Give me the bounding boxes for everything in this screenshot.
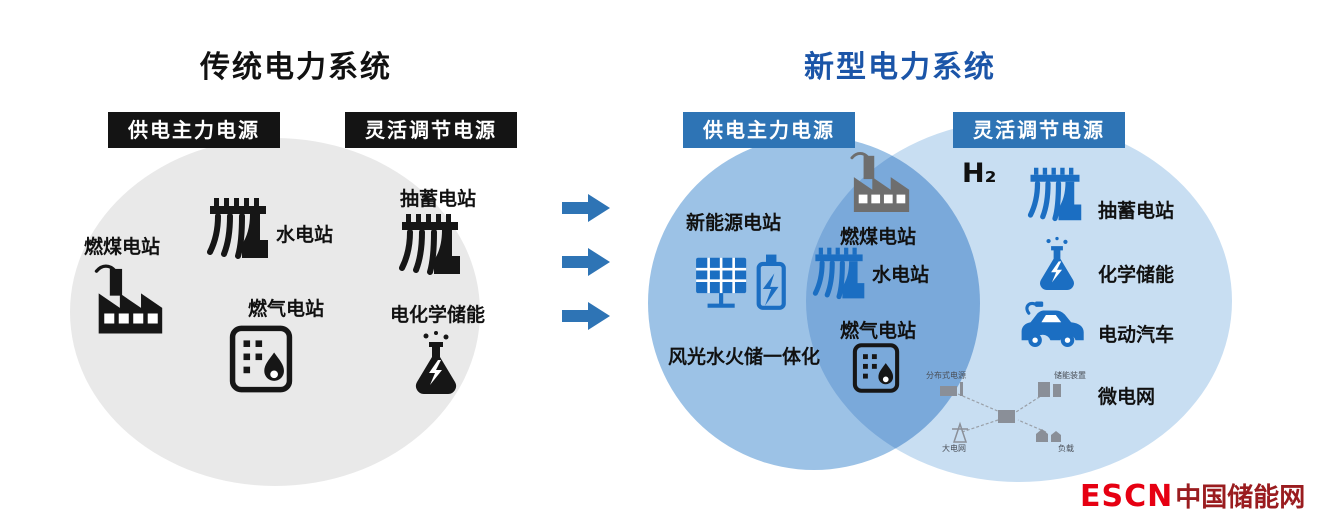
pumped-storage-dam-icon — [398, 212, 462, 276]
solar-battery-icon — [694, 246, 790, 332]
pumped-storage-dam-icon-blue — [1026, 166, 1084, 222]
electrochemical-storage-label: 电化学储能 — [390, 304, 486, 326]
coal-factory-icon — [92, 262, 170, 336]
badge-traditional-flexible-power: 灵活调节电源 — [345, 112, 517, 148]
electric-vehicle-icon — [1018, 298, 1090, 350]
microgrid-load-label: 负载 — [1058, 444, 1074, 453]
electrochemical-flask-icon — [404, 330, 468, 394]
flow-arrow-icon — [560, 192, 612, 224]
escn-logo-text: ESCN — [1080, 479, 1174, 514]
microgrid-diagram: 分布式电源 储能装置 大电网 负载 — [926, 370, 1086, 454]
pumped-storage-label: 抽蓄电站 — [400, 188, 477, 210]
microgrid-network-icon — [926, 378, 1086, 448]
hydropower-dam-icon-blue — [812, 246, 866, 300]
electric-vehicle-label: 电动汽车 — [1098, 324, 1175, 346]
coal-plant-label: 燃煤电站 — [84, 236, 161, 258]
badge-modern-main-power: 供电主力电源 — [683, 112, 855, 148]
badge-traditional-main-power: 供电主力电源 — [108, 112, 280, 148]
coal-plant-label-modern: 燃煤电站 — [840, 226, 917, 248]
microgrid-label: 微电网 — [1098, 386, 1156, 408]
hydro-plant-label: 水电站 — [276, 224, 334, 246]
hydrogen-label: H₂ — [962, 158, 997, 189]
chemical-storage-flask-icon — [1030, 236, 1084, 290]
pumped-storage-label-modern: 抽蓄电站 — [1098, 200, 1175, 222]
coal-factory-icon-gray — [848, 150, 916, 214]
integration-label: 风光水火储一体化 — [668, 346, 821, 368]
modern-flexible-power-circle — [806, 120, 1232, 482]
modern-system-title: 新型电力系统 — [804, 50, 996, 85]
flow-arrow-icon — [560, 246, 612, 278]
gas-plant-label-modern: 燃气电站 — [840, 320, 917, 342]
escn-site-name: 中国储能网 — [1175, 483, 1306, 513]
hydro-plant-label-modern: 水电站 — [872, 264, 930, 286]
new-energy-plant-label: 新能源电站 — [686, 212, 782, 234]
microgrid-storage-label: 储能装置 — [1054, 371, 1086, 380]
hydropower-dam-icon — [206, 196, 270, 260]
escn-logo: ESCN 中国储能网 — [1080, 477, 1305, 514]
gas-plant-label: 燃气电站 — [248, 298, 325, 320]
gas-plant-icon-small — [850, 342, 902, 394]
microgrid-distributed-label: 分布式电源 — [926, 371, 966, 380]
badge-modern-flexible-power: 灵活调节电源 — [953, 112, 1125, 148]
chemical-storage-label: 化学储能 — [1098, 264, 1175, 286]
gas-plant-icon — [226, 324, 296, 394]
microgrid-grid-label: 大电网 — [942, 444, 966, 453]
traditional-system-title: 传统电力系统 — [200, 50, 392, 85]
flow-arrow-icon — [560, 300, 612, 332]
